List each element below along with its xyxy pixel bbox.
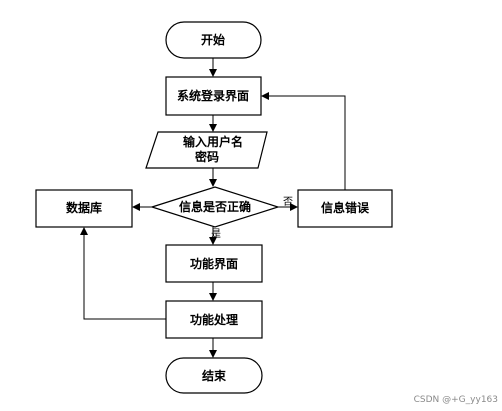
end-terminal (165, 357, 263, 394)
database-box (35, 189, 133, 228)
error-label: 信息错误 (320, 201, 370, 215)
function-process-label: 功能处理 (189, 313, 239, 327)
input-label-line1: 输入用户名 (182, 135, 244, 149)
input-parallelogram (145, 131, 268, 169)
decision-label: 信息是否正确 (178, 200, 252, 214)
yes-branch-label: 是 (211, 229, 221, 240)
input-label-line2: 密码 (194, 150, 220, 164)
function-screen-label: 功能界面 (189, 257, 239, 271)
watermark-text: CSDN @+G_yy163 (413, 395, 498, 405)
error-box (297, 189, 393, 228)
login-screen-box (165, 76, 262, 116)
arrow-process-to-database (80, 227, 166, 320)
login-screen-label: 系统登录界面 (176, 89, 250, 103)
database-label: 数据库 (65, 201, 103, 215)
no-branch-label: 否 (283, 197, 293, 208)
function-screen-box (165, 244, 263, 283)
arrow-error-to-login (261, 92, 346, 190)
end-label: 结束 (201, 369, 227, 383)
start-label: 开始 (200, 33, 226, 47)
